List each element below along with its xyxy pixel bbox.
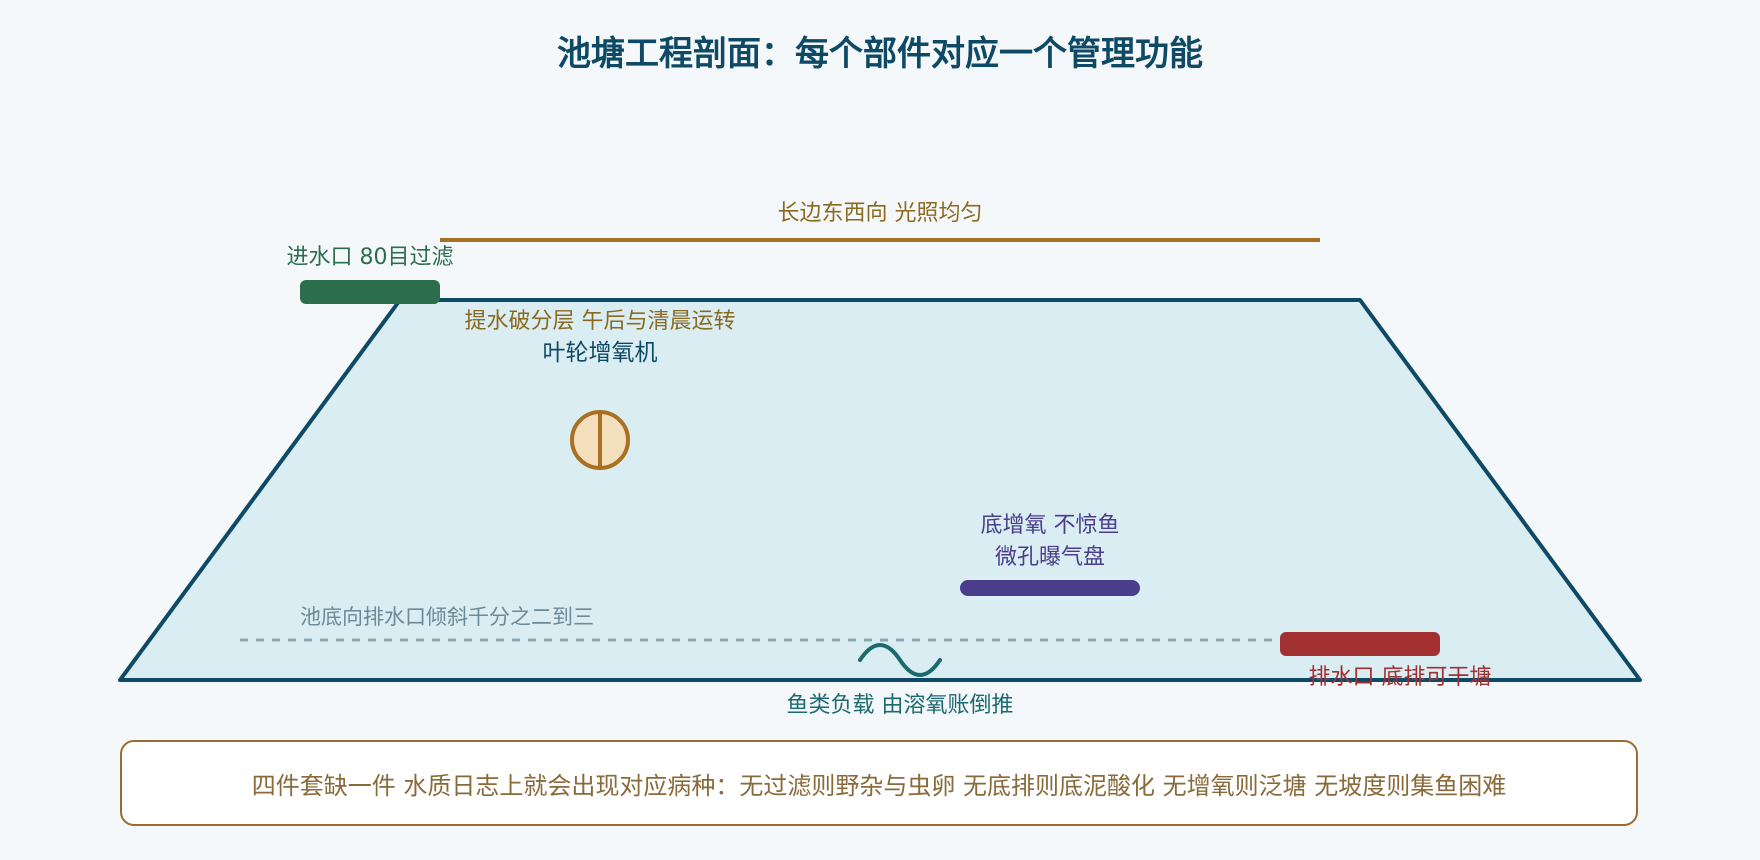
pond-cross-section: 长边东西向 光照均匀 进水口 80目过滤 提水破分层 午后与清晨运转 叶轮增氧机… bbox=[118, 201, 1642, 718]
pond-body bbox=[118, 298, 1642, 682]
aeration-disc bbox=[960, 580, 1140, 596]
aerator-function-label: 提水破分层 午后与清晨运转 bbox=[465, 309, 736, 334]
summary-note-box: 四件套缺一件 水质日志上就会出现对应病种：无过滤则野杂与虫卵 无底排则底泥酸化 … bbox=[120, 740, 1638, 826]
diagram-title: 池塘工程剖面：每个部件对应一个管理功能 bbox=[557, 34, 1203, 74]
fish-wave-icon bbox=[858, 643, 942, 677]
outlet-label: 排水口 底排可干塘 bbox=[1309, 665, 1492, 690]
inlet-pipe bbox=[300, 280, 440, 304]
slope-label: 池底向排水口倾斜千分之二到三 bbox=[300, 605, 594, 629]
impeller-aerator-icon bbox=[570, 410, 630, 470]
inlet-label: 进水口 80目过滤 bbox=[287, 245, 454, 270]
summary-note-text: 四件套缺一件 水质日志上就会出现对应病种：无过滤则野杂与虫卵 无底排则底泥酸化 … bbox=[251, 771, 1507, 800]
bottom-aeration-name-label: 微孔曝气盘 bbox=[995, 545, 1105, 570]
fish-load-label: 鱼类负载 由溶氧账倒推 bbox=[787, 693, 1014, 718]
outlet-pipe bbox=[1280, 632, 1440, 656]
orientation-label: 长边东西向 光照均匀 bbox=[778, 201, 983, 226]
bottom-aeration-function-label: 底增氧 不惊鱼 bbox=[981, 513, 1120, 538]
aerator-name-label: 叶轮增氧机 bbox=[543, 340, 658, 366]
